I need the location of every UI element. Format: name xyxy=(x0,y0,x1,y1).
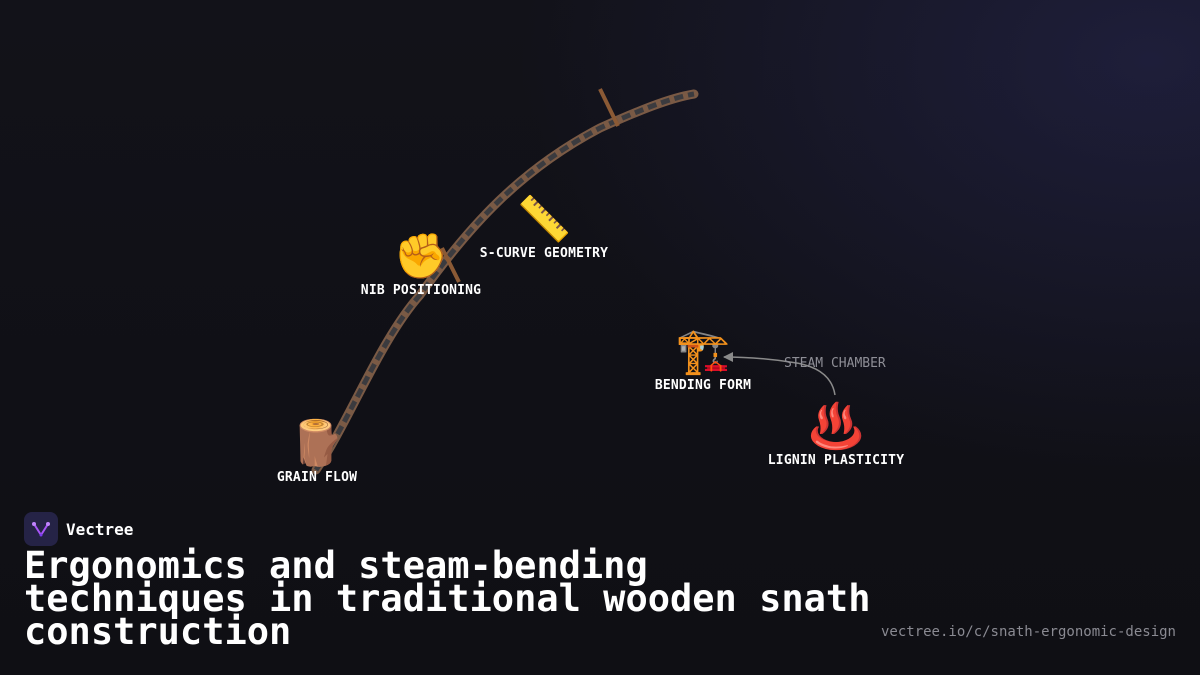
vectree-logo-icon xyxy=(24,512,58,546)
snath-lower-grip xyxy=(440,247,461,283)
node-label: NIB POSITIONING xyxy=(360,283,482,298)
wood-log-icon: 🪵 xyxy=(289,418,345,469)
steam-chamber-arrow xyxy=(723,352,836,396)
hot-springs-icon: ♨️ xyxy=(808,401,864,452)
node-nib-positioning: ✊ NIB POSITIONING xyxy=(351,231,491,299)
page-title: Ergonomics and steam-bending techniques … xyxy=(24,544,871,653)
node-bending-form: 🏗️ BENDING FORM xyxy=(643,326,763,394)
node-s-curve-geometry: 📏 S-CURVE GEOMETRY xyxy=(470,194,618,262)
snath-upper-grip xyxy=(598,88,620,127)
brand-name: Vectree xyxy=(66,519,134,539)
snath-shaft-texture xyxy=(313,91,695,472)
raised-fist-icon: ✊ xyxy=(393,231,449,282)
node-label: S-CURVE GEOMETRY xyxy=(479,246,609,261)
node-lignin-plasticity: ♨️ LIGNIN PLASTICITY xyxy=(760,401,912,469)
node-label: LIGNIN PLASTICITY xyxy=(767,453,905,468)
node-label: BENDING FORM xyxy=(654,378,752,393)
brand: Vectree xyxy=(24,512,133,546)
source-url: vectree.io/c/snath-ergonomic-design xyxy=(880,624,1176,640)
node-grain-flow: 🪵 GRAIN FLOW xyxy=(267,418,367,486)
construction-crane-icon: 🏗️ xyxy=(675,326,731,377)
ruler-icon: 📏 xyxy=(516,194,572,245)
edge-label-steam-chamber: STEAM CHAMBER xyxy=(784,356,886,371)
node-label: GRAIN FLOW xyxy=(276,470,358,485)
